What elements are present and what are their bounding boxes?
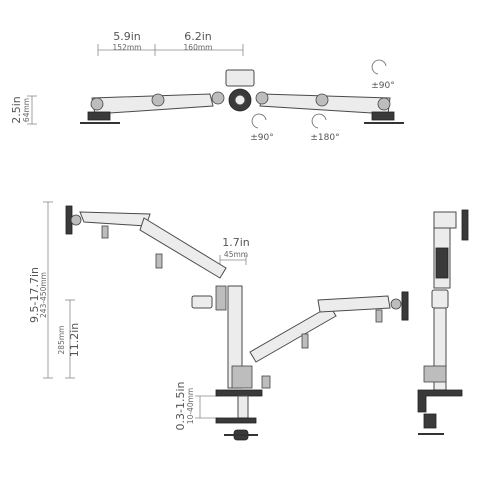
lower-vesa-joint [390,298,402,310]
clamp-range-inch-label: 0.3-1.5in [174,381,187,430]
side-clamp-screw [423,413,437,429]
front-view: 9.5-17.7in 243-450mm 285mm 11.2in 1.7in … [28,201,409,441]
side-upper-arm-cover [435,247,449,279]
top-joint-right [377,97,391,111]
rotation-middle-label: ±180° [310,133,339,143]
rotation-left-label: ±90° [250,133,274,143]
top-pole-cap [225,69,255,87]
front-pole-collar [215,285,227,311]
front-clamp-bottom [215,417,257,424]
side-monitor-bottom-plate [401,291,409,321]
lower-arm-knob [301,333,309,349]
joint-width-mm-label: 45mm [224,250,248,259]
top-vesa-right [371,111,395,121]
upper-vesa-joint [70,214,82,226]
lower-arm-main [249,305,337,363]
front-pole-knob [191,295,213,309]
arm-height-inch-label: 11.2in [68,323,81,358]
top-joint-right-mid [315,93,329,107]
height-mm-label: 64mm [22,98,31,122]
upper-arm-forearm [79,211,151,227]
front-clamp-top [215,389,263,397]
side-view [401,209,469,435]
lower-arm-forearm [317,295,391,313]
left-span-mm-label: 152mm [113,43,142,52]
side-lower-joint [431,289,449,309]
upper-arm-knob-2 [155,253,163,269]
front-pole-base-knob [261,375,271,389]
right-span-inch-label: 6.2in [184,30,212,43]
clamp-range-mm-label: 10-40mm [186,388,195,424]
height-inch-label: 2.5in [10,96,23,124]
top-pole-center [234,94,246,106]
rotate-arrow-center-right-icon [311,113,327,129]
side-pole-base [423,365,447,383]
front-clamp-screw [237,395,249,419]
arm-height-mm-label: 285mm [57,326,66,355]
left-span-inch-label: 5.9in [113,30,141,43]
top-joint-left-mid [151,93,165,107]
upper-arm-knob [101,225,109,239]
right-span-mm-label: 160mm [184,43,213,52]
front-pole-base-collar [231,365,253,389]
joint-width-inch-label: 1.7in [222,236,250,249]
height-range-mm-label: 243-450mm [39,272,48,318]
top-vesa-left [87,111,111,121]
side-clamp [417,389,463,413]
side-monitor-top-plate [461,209,469,241]
top-joint-left [90,97,104,111]
rotate-arrow-right-icon [371,59,387,75]
upper-arm-main [139,217,227,279]
top-view: 5.9in 152mm 6.2in 160mm 2.5in 64mm ±90° [10,30,404,143]
rotation-right-label: ±90° [371,81,395,91]
height-range-inch-label: 9.5-17.7in [28,267,41,323]
top-joint-center-left [211,91,225,105]
lower-arm-knob-2 [375,309,383,323]
side-upper-joint [433,211,457,229]
top-joint-center-right [255,91,269,105]
rotate-arrow-center-left-icon [251,113,267,129]
